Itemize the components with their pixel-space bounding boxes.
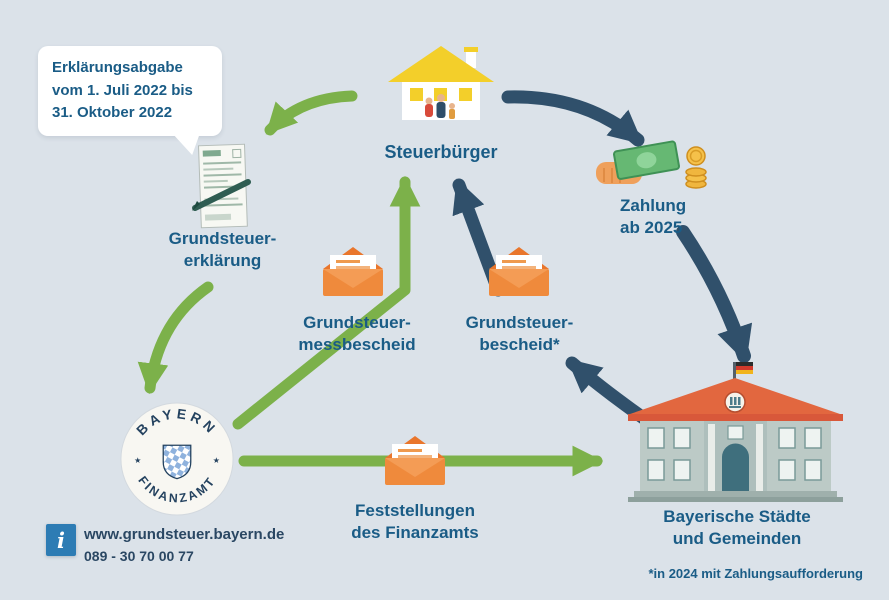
payment-money-icon <box>588 138 713 201</box>
label-line: Bayerische Städte <box>663 507 811 526</box>
arrow-zahlung-to-gemeinden <box>676 225 753 363</box>
phone-text: 089 - 30 70 00 77 <box>84 548 194 564</box>
bubble-line: 31. Oktober 2022 <box>52 104 173 121</box>
website-text: www.grundsteuer.bayern.de <box>84 526 285 543</box>
label-line: ab 2025 <box>620 218 683 238</box>
label-line: messbescheid <box>298 335 416 355</box>
label-gemeinden: Bayerische Städte und Gemeinden <box>637 506 837 551</box>
label-line: Zahlung <box>620 196 687 215</box>
tax-form-icon <box>190 142 256 239</box>
german-flag-icon <box>736 362 753 374</box>
pen-icon <box>192 179 251 211</box>
bubble-line: vom 1. Juli 2022 bis <box>52 81 193 99</box>
footnote-text: *in 2024 mit Zahlungsaufforderung <box>648 566 863 581</box>
label-line: bescheid* <box>479 335 560 355</box>
envelope-feststellungen-icon <box>382 432 448 493</box>
seal-star-right: ★ <box>213 456 220 465</box>
label-line: Grundsteuer- <box>168 229 277 248</box>
envelope-messbescheid-icon <box>320 243 386 304</box>
label-line: Steuerbürger <box>384 142 498 162</box>
family-figures <box>425 94 455 119</box>
envelope-bescheid-icon <box>486 243 552 304</box>
town-hall-icon <box>628 360 843 507</box>
speech-bubble-abgabefrist: Erklärungsabgabe vom 1. Juli 2022 bis 31… <box>38 46 222 136</box>
finanzamt-seal: BAYERN FINANZAMT ★ ★ <box>118 400 236 523</box>
info-icon: i <box>46 524 76 556</box>
bubble-line: Erklärungsabgabe <box>52 59 183 76</box>
label-zahlung: Zahlung ab 2025 <box>620 195 740 240</box>
arrow-finanzamt-to-steuerbuerger <box>232 175 421 430</box>
label-steuerbuerger: Steuerbürger <box>355 141 527 165</box>
label-bescheid: Grundsteuer- bescheid* <box>432 312 607 357</box>
arrow-erklaerung-to-finanzamt <box>137 281 214 395</box>
label-line: des Finanzamts <box>351 523 479 543</box>
label-feststellungen: Feststellungen des Finanzamts <box>322 500 508 545</box>
label-line: Grundsteuer- <box>465 313 574 332</box>
house-icon <box>382 42 500 139</box>
arrow-steuerbuerger-to-zahlung <box>501 90 645 147</box>
arrow-steuerbuerger-to-erklaerung <box>264 90 358 136</box>
label-line: erklärung <box>183 251 262 271</box>
building-windows <box>647 427 822 481</box>
label-messbescheid: Grundsteuer- messbescheid <box>268 312 446 357</box>
bavaria-shield-icon <box>162 444 192 480</box>
label-line: und Gemeinden <box>672 529 802 549</box>
label-grundsteuererklaerung: Grundsteuer- erklärung <box>130 228 315 273</box>
seal-star-left: ★ <box>134 456 141 465</box>
label-line: Grundsteuer- <box>303 313 411 332</box>
label-line: Feststellungen <box>355 501 475 520</box>
